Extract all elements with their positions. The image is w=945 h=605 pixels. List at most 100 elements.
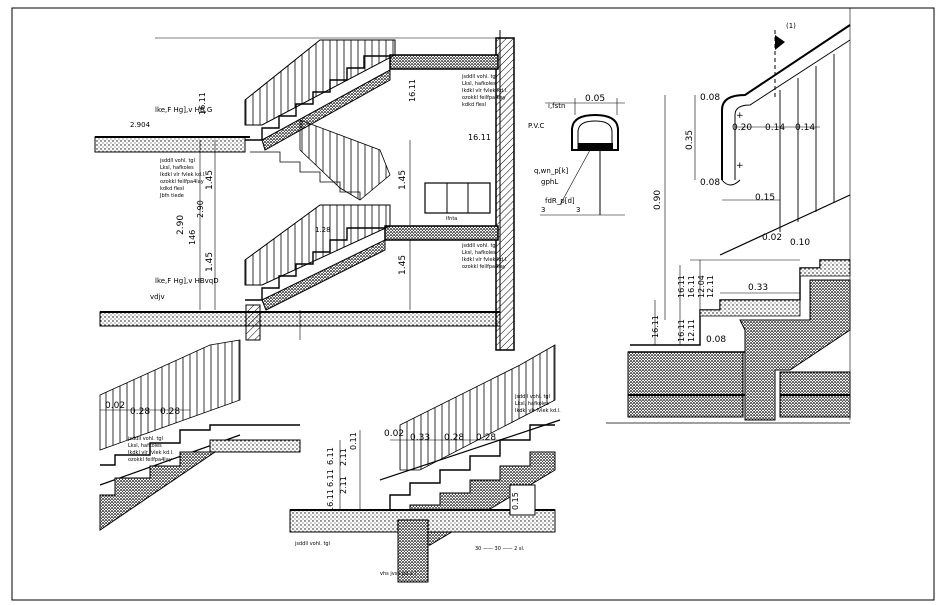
upper-note-3: 2.90 [196,200,205,218]
spec-line: Ikdkl vlr fvlek kd.l. [462,257,508,263]
spec-line: jsddll vohl. tgl [461,243,497,249]
dim-lower-height: 1.45 [205,252,215,272]
spec-line: ozokkl feilfpa4lay [128,457,172,463]
spec-line: Lksl, hafkoles [128,443,162,449]
upper-landing-slab [389,54,499,70]
dim-right-height: 1.45 [398,170,408,190]
rail-top-dim: 0.05 [585,94,605,104]
spec-line: Lksl, hafkoles [462,250,496,256]
bl-dim-c: 0.28 [160,407,180,417]
upper-note-2: 146 [188,230,197,245]
bm-bottom-dim: 30 —— 30 —— 2 sl. [475,546,525,552]
bm-v-c: 6.11 [326,447,335,465]
bm-dim-b: 0.33 [410,433,430,443]
spec-line: jsddll vohl. tgl [461,74,497,80]
spec-line: ozokkl feilfpa4lay [462,95,506,101]
bl-railing [99,339,241,451]
bottom-left-stair-detail: 0.02 0.28 0.28 jsddll vohl. tgl Lksl, ha… [99,339,301,531]
rail-label-a: q,wn_p[k] [534,167,569,175]
spec-line: Jbfn tiede [159,193,184,199]
bm-v-a: 16.11 [326,489,335,512]
right-dim-s: 0.08 [706,335,726,345]
right-dim-l: 12.04 [697,275,706,298]
right-dim-g: 0.15 [755,193,775,203]
right-dim-k: 16.11 [677,275,686,298]
right-dim-o: 0.33 [748,283,768,293]
dim-right-lower-height: 1.45 [398,255,408,275]
handrail-profile-detail: 0.05 P.V.C i,fstn q,wn_p[k] gphL fdR_p[d… [528,94,625,216]
bm-bottom-label: jsddll vohl. tgl [294,541,330,547]
spec-line: jsddll vohl. tgl [127,436,163,442]
middle-landing-slab [384,225,499,241]
spec-line: Lksl, hafkoles [515,401,549,407]
rail-label-pvc: P.V.C [528,122,544,130]
upper-railing [244,39,396,126]
spec-line: Lksl, hafkoles [160,165,194,171]
bm-v-e: 2.11 [339,448,348,466]
bm-footing [397,519,429,583]
spec-line: Ikdkl vlr fvlek kd.l. [462,88,508,94]
landing-text: lfnta [446,216,457,222]
bm-dim-d: 0.28 [476,433,496,443]
flat-bar [578,143,613,150]
bl-dim-a: 0.02 [105,401,125,411]
spec-notes-upper-right: jsddll vohl. tgl Lksl, hafkoles Ikdkl vl… [461,74,508,108]
spec-line: ozokkl feilfpa4lay [462,264,506,270]
right-step-concrete [739,279,851,421]
plus-mark: + [736,161,744,171]
bm-dim-a: 0.02 [384,429,404,439]
right-dim-b: 0.20 [732,123,752,133]
floor-ref-ground: vdjv [150,293,165,301]
sheet-border [11,7,935,601]
bm-steps [370,424,555,511]
spec-notes-left: jsddll vohl. tgl Lksl, hafkoles Ikdkl vl… [159,158,206,199]
bm-wall [509,484,536,516]
bottom-middle-stair-detail: 0.02 0.33 0.28 0.28 16.11 6.11 6.11 2.11… [289,344,561,583]
spec-line: ozokkl feilfpa4lay [160,179,204,185]
right-dim-d: 0.14 [795,123,815,133]
right-dim-i: 0.02 [762,233,782,243]
spec-line: jsddll vohl. tgl [514,394,550,400]
level-top: 2.904 [130,121,151,129]
handrail-profile [571,113,619,151]
right-dim-p: 16.11 [651,315,660,338]
right-ground-fill [627,351,744,418]
bm-v-b: 6.11 [326,469,335,487]
right-dim-q: 12.11 [687,319,696,342]
bl-spec-notes: jsddll vohl. tgl Lksl, hafkoles Ikdkl vl… [127,436,174,463]
right-dim-m: 16.11 [687,275,696,298]
right-dim-h: 0.90 [653,190,663,210]
bm-v-g: 0.15 [511,492,520,510]
plus-mark: + [736,111,744,121]
right-dim-e: 0.35 [685,130,695,150]
newel-post [245,304,261,341]
spec-line: Ikdkl vlr fvlek kd.l. [160,172,206,178]
top-floor-slab [94,136,246,153]
floor-ref-bottom: lke,F Hg],v HBvqD [155,277,219,285]
spec-line: jsddll vohl. tgl [159,158,195,164]
right-handrail [721,24,851,180]
window [424,182,491,214]
bm-v-d: 2.11 [339,476,348,494]
spec-notes-lower-right: jsddll vohl. tgl Lksl, hafkoles Ikdkl vl… [461,243,508,270]
right-dim-c: 0.14 [765,123,785,133]
spec-line: kdkd flesl [462,102,486,108]
bm-spec-notes: jsddll vohl. tgl Lksl, hafkoles Ikdkl vl… [514,394,561,414]
bl-dim-b: 0.28 [130,407,150,417]
rail-label-b: gphL [541,178,558,186]
bl-steps [100,424,300,466]
upper-note-4: 16.11 [468,133,491,142]
bm-foot-label: vhs jvsa pd a ( [380,571,417,577]
middle-railing [299,119,391,201]
right-dim-j: 0.10 [790,238,810,248]
spec-line: Ikdkl vlr fvlek kd.l. [128,450,174,456]
rail-label-fstn: i,fstn [548,102,565,110]
right-dim-f: 0.08 [700,178,720,188]
lower-railing [244,204,391,286]
right-dim-r: 16.11 [677,319,686,342]
bm-railing [399,344,556,471]
rail-label-c: fdR_p[d] [545,197,575,205]
right-wall [495,37,515,351]
main-stair-section: 2.904 lke,F Hg],v HB,G lke,F Hg],v HBvqD… [94,30,515,351]
right-balusters [779,54,835,232]
